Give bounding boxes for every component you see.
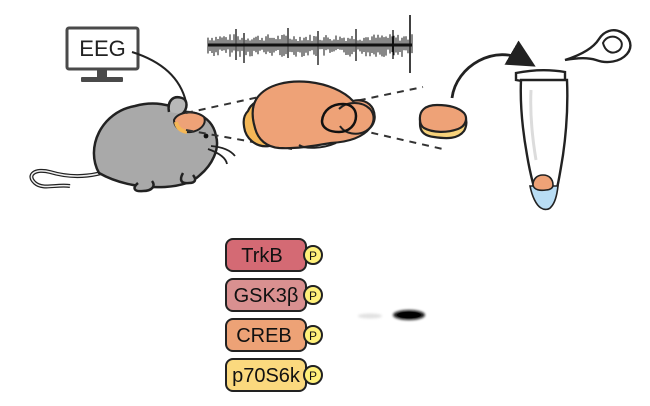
marker-trkb: TrkB P: [225, 238, 323, 272]
mouse-ear: [167, 96, 188, 115]
eeg-monitor: EEG: [65, 26, 140, 82]
mouse-back-leg: [133, 180, 155, 193]
blot-band-strong-core: [397, 311, 421, 319]
eeg-spikes: [207, 15, 413, 73]
marker-trkb-phospho-icon: [303, 245, 323, 265]
mouse-front-leg: [179, 172, 197, 185]
tube-liquid: [529, 185, 559, 211]
marker-p70s6k: p70S6k P: [225, 358, 323, 392]
marker-list: TrkB P GSK3β P CREB P p70S6k P: [225, 238, 323, 392]
western-blot: [358, 310, 425, 320]
transfer-arrow: [450, 40, 536, 99]
marker-creb-phospho-label: P: [309, 329, 317, 343]
marker-creb: CREB P: [225, 318, 323, 352]
mouse-tail-inner: [30, 167, 117, 188]
marker-gsk3b-label: GSK3β: [234, 285, 299, 307]
marker-creb-label: CREB: [236, 325, 292, 347]
mouse-eye: [203, 133, 209, 139]
zoom-line-bottom-left: [185, 129, 293, 150]
brain-bottom-lobe: [298, 142, 337, 149]
mouse-whiskers: [207, 145, 236, 165]
marker-p70s6k-label: p70S6k: [232, 365, 301, 387]
tube-highlight: [529, 89, 538, 161]
marker-p70s6k-phospho-icon: [303, 365, 323, 385]
eeg-trace: [207, 15, 413, 73]
eeg-cable: [131, 51, 187, 103]
tissue-top: [418, 103, 468, 133]
brain-cerebellum: [338, 102, 375, 135]
marker-trkb-label: TrkB: [241, 245, 282, 267]
monitor-stand: [97, 69, 107, 77]
blot-band-faint: [358, 313, 382, 319]
marker-creb-phospho-icon: [303, 325, 323, 345]
mouse-brain-shadow: [174, 121, 188, 134]
mouse: [29, 96, 236, 193]
brain: [242, 80, 376, 150]
marker-gsk3b-phospho-label: P: [309, 289, 317, 303]
brain-dissection-outline: [320, 102, 358, 134]
marker-gsk3b-phospho-icon: [303, 285, 323, 305]
sample-tube: [514, 29, 632, 211]
eeg-label: EEG: [79, 36, 125, 61]
marker-gsk3b: GSK3β P: [225, 278, 323, 312]
monitor-base: [81, 77, 123, 82]
tube-lid-inner: [601, 35, 623, 54]
marker-p70s6k-phospho-label: P: [309, 369, 317, 383]
tube-tissue: [532, 174, 554, 192]
marker-trkb-phospho-label: P: [309, 249, 317, 263]
tissue-sample: [418, 103, 468, 140]
